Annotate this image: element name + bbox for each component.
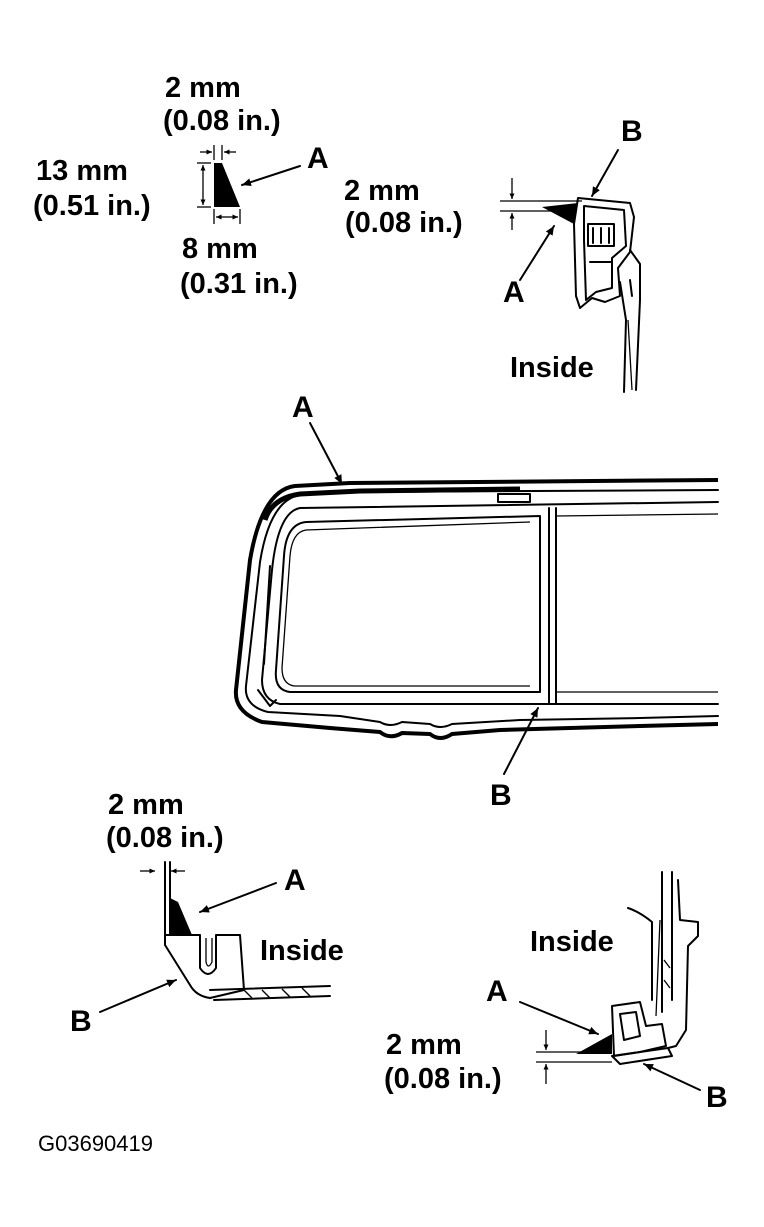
bead-base-label-inches: (0.31 in.) (180, 268, 298, 300)
bead-base-label: 8 mm (182, 233, 258, 265)
adhesive-bead-shape (214, 163, 240, 207)
top-molding-detail: 2 mm (0.08 in.) B A Inside (344, 115, 643, 393)
bead-height-label-inches: (0.51 in.) (33, 190, 151, 222)
label-b: B (706, 1081, 728, 1114)
label-b: B (70, 1005, 92, 1038)
gap-label-inches: (0.08 in.) (345, 207, 463, 239)
gap-label: 2 mm (344, 175, 420, 207)
inside-label: Inside (260, 935, 344, 967)
label-a: A (292, 391, 314, 424)
gap-label-inches: (0.08 in.) (384, 1063, 502, 1095)
lower-right-section-detail: Inside A 2 mm (0.08 in.) B (384, 871, 728, 1114)
label-b: B (490, 779, 512, 812)
lower-left-section-detail: 2 mm (0.08 in.) A Inside B (70, 789, 344, 1038)
bead-width-label-inches: (0.08 in.) (163, 105, 281, 137)
bead-height-label: 13 mm (36, 155, 128, 187)
inside-label: Inside (530, 926, 614, 958)
gap-label: 2 mm (386, 1029, 462, 1061)
inside-label: Inside (510, 352, 594, 384)
label-a: A (307, 142, 329, 175)
rear-window-overview: A B (233, 391, 719, 812)
label-a: A (284, 864, 306, 897)
bead-profile-detail: 2 mm (0.08 in.) 13 mm (0.51 in.) 8 mm (0… (33, 72, 329, 300)
label-a: A (486, 975, 508, 1008)
bead-width-label: 2 mm (165, 72, 241, 104)
gap-label-inches: (0.08 in.) (106, 822, 224, 854)
label-b: B (621, 115, 643, 148)
label-a: A (503, 276, 525, 309)
gap-label: 2 mm (108, 789, 184, 821)
figure-code: G03690419 (38, 1131, 153, 1156)
